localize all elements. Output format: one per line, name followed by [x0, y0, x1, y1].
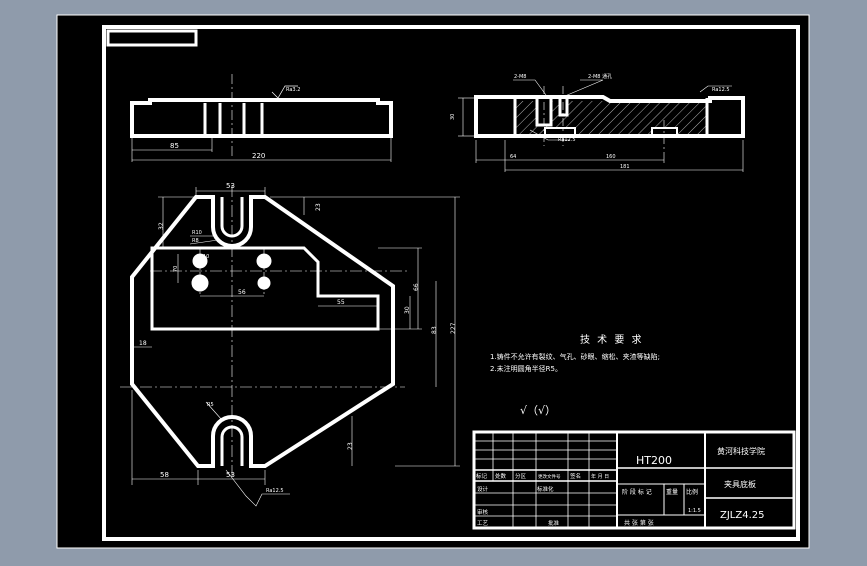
top-dim-r8: R8: [192, 238, 199, 244]
top-dim-70: 70: [173, 266, 179, 272]
label-standard: 标准化: [537, 485, 554, 493]
section-view: [458, 79, 745, 172]
label-scale: 比例: [686, 488, 698, 496]
label-design: 设计: [477, 485, 489, 493]
section-dim-160: 160: [606, 154, 616, 160]
front-dim-85: 85: [170, 142, 179, 150]
top-dim-18: 18: [139, 340, 147, 347]
section-note-left: 2-M8: [514, 74, 526, 80]
roughness-symbol-note: √（√）: [520, 404, 556, 417]
section-roughness-mid: Ra12.5: [558, 137, 576, 143]
section-dim-30: 30: [450, 114, 456, 120]
top-view: [120, 185, 460, 507]
requirements-line-1: 1.铸件不允许有裂纹、气孔、砂眼、缩松、夹渣等缺陷;: [490, 352, 660, 361]
material: HT200: [636, 454, 672, 467]
school-name: 黄河科技学院: [717, 446, 765, 456]
drawing-frame: [102, 25, 800, 541]
label-sheets: 共 张 第 张: [624, 519, 654, 527]
top-dim-56: 56: [238, 289, 246, 296]
top-dim-53: 53: [226, 182, 235, 190]
top-dim-58: 58: [160, 471, 169, 479]
top-dim-r10: R10: [192, 230, 202, 236]
drawing-number: ZJLZ4.25: [720, 510, 765, 521]
label-weight: 重量: [666, 488, 678, 496]
section-dim-64: 64: [510, 154, 516, 160]
hdr-mark: 标记: [476, 472, 488, 480]
top-dim-55: 55: [337, 299, 345, 306]
label-approve: 批准: [548, 519, 560, 527]
section-roughness-right: Ra12.5: [712, 87, 730, 93]
top-dim-10: 10: [203, 254, 209, 260]
top-dim-30: 30: [404, 306, 411, 314]
requirements-line-2: 2.未注明圆角半径R5。: [490, 364, 562, 373]
section-dim-181: 181: [620, 164, 630, 170]
front-view: [130, 74, 393, 162]
hdr-doc: 更改文件号: [538, 473, 561, 480]
front-dim-220: 220: [252, 152, 265, 160]
top-roughness: Ra12.5: [266, 488, 284, 494]
label-review: 审核: [477, 508, 489, 516]
top-dim-r5: R5: [207, 402, 214, 408]
hdr-date: 年 月 日: [591, 473, 609, 480]
hdr-sign: 签名: [570, 472, 581, 480]
corner-code-box: [106, 29, 198, 47]
top-dim-53-bottom: 53: [226, 471, 235, 479]
label-craft: 工艺: [477, 520, 489, 527]
requirements-title: 技 术 要 求: [580, 333, 644, 346]
label-stage: 阶 段 标 记: [622, 488, 652, 496]
top-dim-66: 66: [413, 283, 420, 291]
hdr-count: 处数: [495, 472, 507, 480]
hdr-zone: 分区: [515, 472, 527, 480]
section-note-mid: 2-M8 通孔: [588, 73, 612, 80]
top-dim-32: 32: [158, 222, 165, 230]
front-roughness: Ra3.2: [286, 87, 300, 93]
top-dim-23: 23: [315, 203, 322, 211]
part-name: 夹具底板: [724, 479, 756, 489]
scale-ratio: 1:1.5: [688, 508, 701, 514]
top-dim-23-bottom: 23: [347, 442, 354, 450]
top-dim-227: 227: [450, 322, 457, 334]
top-dim-83: 83: [431, 326, 438, 334]
title-block: [472, 430, 796, 530]
